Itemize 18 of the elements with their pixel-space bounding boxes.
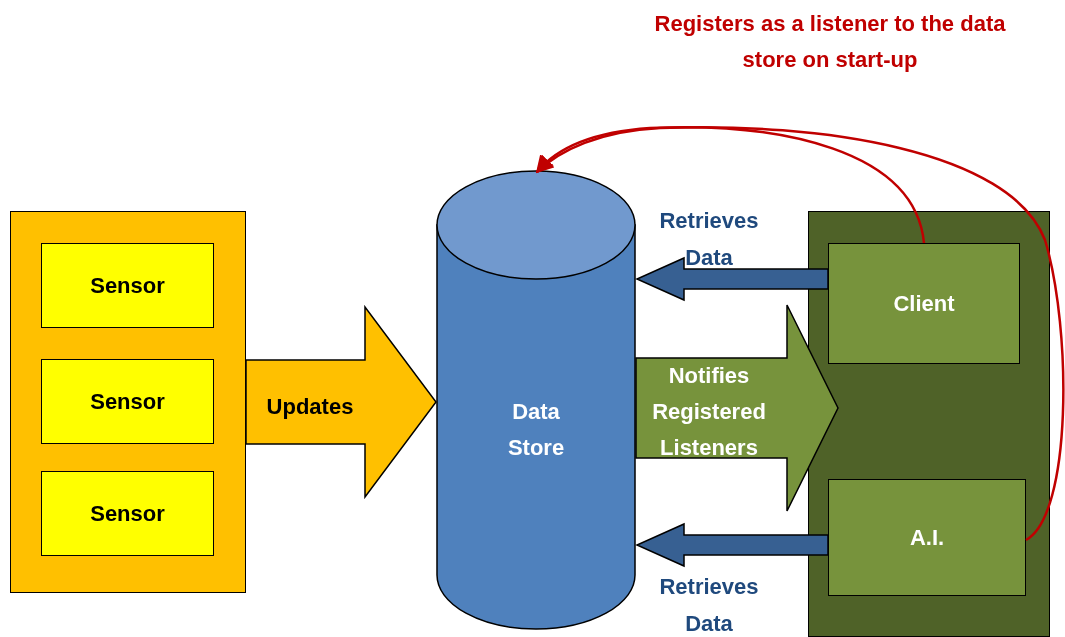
block-arrow	[635, 522, 829, 568]
edge-label: Updates	[265, 393, 355, 421]
block-arrow	[635, 304, 839, 512]
sensor-box: Sensor	[41, 359, 214, 444]
arrow	[535, 126, 1065, 541]
process-box: Client	[828, 243, 1020, 364]
sensor-box: Sensor	[41, 471, 214, 556]
process-box: A.I.	[828, 479, 1026, 596]
edge-label: Retrieves Data	[658, 207, 760, 272]
edge-label: Notifies Registered Listeners	[651, 362, 767, 462]
note-text: Registers as a listener to the data store on start-up	[653, 10, 1007, 74]
arrow	[535, 126, 926, 244]
group-box	[10, 211, 246, 593]
group-box	[808, 211, 1050, 637]
block-arrow	[635, 256, 829, 302]
block-arrow	[245, 304, 437, 500]
sensor-box: Sensor	[41, 243, 214, 328]
edge-label: Retrieves Data	[658, 573, 760, 637]
